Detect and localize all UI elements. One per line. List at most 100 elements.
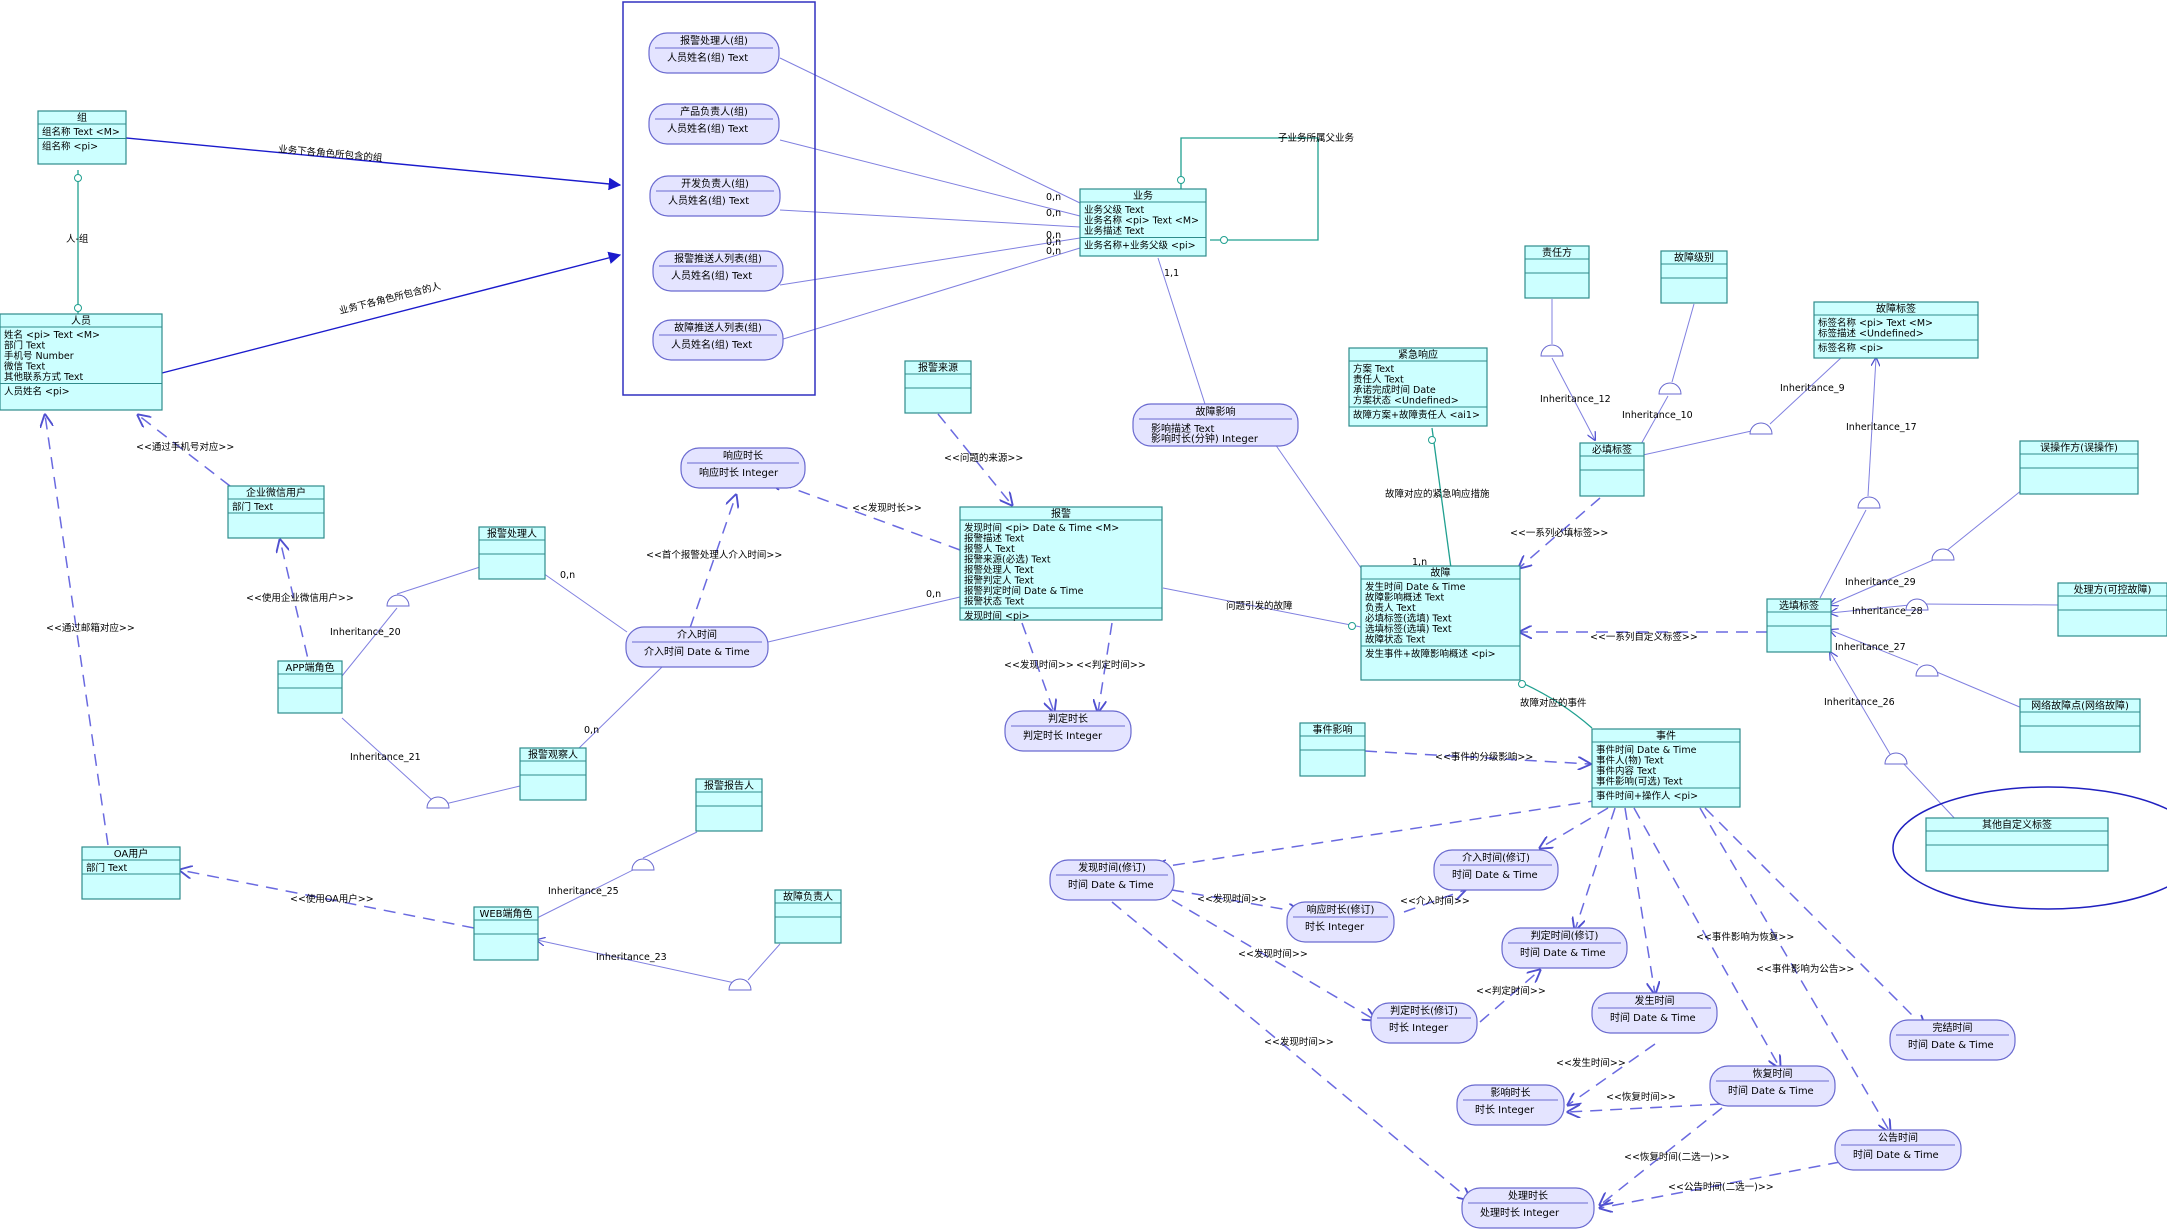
entity-attribute: 部门 Text [86,862,128,874]
label-inheritance-23: Inheritance_23 [596,952,667,963]
card-0n-a: 0,n [1046,192,1061,203]
entity-identifier: 人员姓名 <pi> [4,386,70,398]
label-impact-notice: <<事件影响为公告>> [1756,963,1854,975]
entity-gzfz[interactable]: 故障负责人 [774,889,842,944]
object-title: 响应时长(修订) [1307,903,1375,916]
entity-title: 报警处理人 [487,527,537,540]
inheritance-symbols [386,344,1955,991]
object-o2[interactable]: 产品负责人(组)人员姓名(组) Text [648,103,780,145]
entity-attribute: 发现时间 <pi> Date & Time <M> [964,522,1119,534]
object-title: 产品负责人(组) [680,105,748,118]
object-o1[interactable]: 报警处理人(组) 人员姓名(组) Text [648,32,780,74]
label-inheritance-27: Inheritance_27 [1835,642,1906,653]
entity-bjcl[interactable]: 报警处理人 [478,526,546,580]
object-attribute: 时长 Integer [1389,1022,1449,1034]
object-attribute: 人员姓名(组) Text [671,338,752,351]
label-inheritance-20: Inheritance_20 [330,627,401,638]
label-fault-response: 故障对应的紧急响应措施 [1385,488,1490,500]
role-group-box [622,1,816,396]
entity-wczf[interactable]: 误操作方(误操作) [2019,440,2139,495]
entity-sjyx[interactable]: 事件影响 [1299,722,1366,777]
object-jrsjxd[interactable]: 介入时间(修订)时间 Date & Time [1433,849,1559,891]
label-inheritance-28: Inheritance_28 [1852,606,1923,617]
object-title: 影响时长 [1491,1086,1531,1099]
object-o3[interactable]: 开发负责人(组)人员姓名(组) Text [649,175,781,217]
object-o4[interactable]: 报警推送人列表(组)人员姓名(组) Text [652,250,784,292]
object-title: 恢复时间 [1753,1067,1793,1080]
label-recover-either: <<恢复时间(二选一)>> [1624,1151,1730,1163]
entity-qtzdy[interactable]: 其他自定义标签 [1925,817,2109,872]
entity-app[interactable]: APP端角色 [277,660,343,714]
label-inheritance-17: Inheritance_17 [1846,422,1917,433]
object-attribute: 影响描述 Text [1151,422,1214,435]
entity-attribute: 报警来源(必选) Text [964,554,1051,566]
entity-btbq[interactable]: 必填标签 [1579,442,1645,497]
object-title: 处理时长 [1508,1190,1548,1202]
relationship-lines [45,57,2059,1208]
entity-title: 故障负责人 [783,890,833,903]
entity-attribute: 报警判定人 Text [964,575,1034,587]
entity-title: OA用户 [114,847,149,860]
object-attribute: 人员姓名(组) Text [667,51,748,64]
entity-xtbq[interactable]: 选填标签 [1766,598,1832,653]
entity-title: 故障标签 [1876,302,1916,315]
entity-bjgc[interactable]: 报警观察人 [519,747,587,801]
entity-title: APP端角色 [286,661,335,674]
entity-wlgz[interactable]: 网络故障点(网络故障) [2019,698,2141,753]
object-xyscxd[interactable]: 响应时长(修订) 时长 Integer [1286,901,1395,943]
object-title: 报警处理人(组) [680,34,748,47]
entity-gzjb[interactable]: 故障级别 [1660,250,1728,304]
entity-clf[interactable]: 处理方(可控故障) [2057,582,2167,637]
label-sub-business: 子业务所属父业务 [1278,132,1355,144]
object-pdsjxd[interactable]: 判定时间(修订)时间 Date & Time [1501,927,1628,969]
card-0n-e: 0,n [1046,246,1061,257]
label-inheritance-26: Inheritance_26 [1824,697,1895,708]
label-impact-recover: <<事件影响为恢复>> [1696,931,1794,943]
entity-attribute: 承诺完成时间 Date [1353,384,1436,396]
object-title: 报警推送人列表(组) [674,252,762,265]
object-pdscxd[interactable]: 判定时长(修订)时长 Integer [1370,1002,1478,1044]
object-fxsjxd[interactable]: 发现时间(修订) 时间 Date & Time [1049,859,1175,901]
object-attribute: 时间 Date & Time [1520,946,1606,959]
entity-title: 故障级别 [1674,251,1714,264]
entity-title: 必填标签 [1592,443,1632,456]
entity-bjbg[interactable]: 报警报告人 [695,778,763,832]
object-attribute: 时长 Integer [1305,921,1365,933]
entity-web[interactable]: WEB端角色 [473,906,539,961]
object-attribute: 时间 Date & Time [1068,878,1154,891]
object-o5[interactable]: 故障推送人列表(组)人员姓名(组) Text [652,319,784,361]
entity-bjly[interactable]: 报警来源 [904,360,972,414]
entity-attribute: 业务名称 <pi> Text <M> [1084,215,1199,227]
entity-title: 事件影响 [1313,723,1353,736]
entity-attribute: 部门 Text [4,340,46,352]
card-1-n: 1,n [1412,557,1427,568]
label-alarm-source: <<问题的来源>> [944,452,1023,464]
label-rev-discover-c: <<发现时间>> [1264,1036,1334,1048]
object-title: 发现时间(修订) [1078,861,1146,874]
label-group-roles: 业务下各角色所包含的组 [278,143,384,164]
object-attribute: 介入时间 Date & Time [644,645,750,658]
entity-attribute: 标签名称 <pi> Text <M> [1818,317,1933,329]
object-attribute: 时间 Date & Time [1853,1148,1939,1161]
entity-zrf[interactable]: 责任方 [1524,245,1590,299]
